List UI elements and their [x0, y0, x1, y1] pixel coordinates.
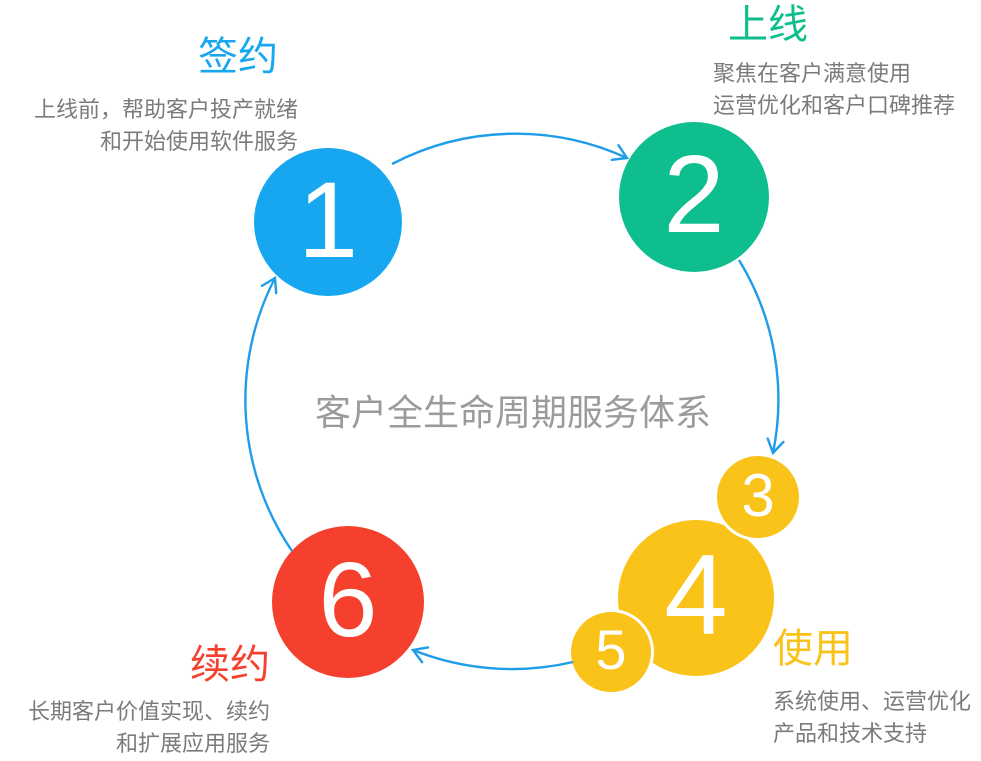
- arrow-stage5-to-stage6: [410, 646, 574, 671]
- stage4-title: 使用: [773, 627, 853, 671]
- stage-circle-4: 4: [618, 520, 774, 676]
- arrow-stage1-to-stage2: [391, 132, 630, 166]
- stage-circle-2: 2: [619, 122, 769, 272]
- stage-number-4: 4: [664, 531, 728, 659]
- stage6-desc-line-1: 长期客户价值实现、续约: [27, 699, 270, 724]
- arrow-stage2-to-stage3: [737, 259, 785, 456]
- stage1-label-block: 签约 上线前，帮助客户投产就绪 和开始使用软件服务: [18, 34, 298, 157]
- stage6-desc-line-2: 和扩展应用服务: [115, 730, 270, 756]
- stage2-title: 上线: [728, 3, 808, 47]
- stage4-description: 系统使用、运营优化 产品和技术支持: [773, 686, 971, 749]
- stage4-label-block: 使用 系统使用、运营优化 产品和技术支持: [773, 626, 971, 749]
- center-title: 客户全生命周期服务体系: [314, 392, 712, 433]
- stage6-title: 续约: [190, 643, 270, 687]
- arrow-stage6-to-stage1: [244, 275, 293, 552]
- stage-number-3: 3: [741, 461, 775, 529]
- stage-number-2: 2: [663, 132, 725, 256]
- stage2-description: 聚焦在客户满意使用 运营优化和客户口碑推荐: [713, 58, 955, 121]
- stage4-desc-line-1: 系统使用、运营优化: [773, 689, 972, 714]
- stage-circle-5: 5: [568, 609, 654, 695]
- stage-circle-6: 6: [272, 526, 424, 678]
- stage2-desc-line-1: 聚焦在客户满意使用: [713, 61, 912, 86]
- stage-number-6: 6: [318, 540, 378, 659]
- stage2-desc-line-2: 运营优化和客户口碑推荐: [713, 92, 956, 118]
- stage1-desc-line-1: 上线前，帮助客户投产就绪: [33, 97, 298, 122]
- stage1-title: 签约: [198, 35, 278, 79]
- stage-number-1: 1: [297, 158, 359, 280]
- stage6-label-block: 续约 长期客户价值实现、续约 和扩展应用服务: [0, 642, 270, 759]
- stage1-description: 上线前，帮助客户投产就绪 和开始使用软件服务: [18, 94, 298, 157]
- stage-number-5: 5: [595, 618, 627, 682]
- stage1-desc-line-2: 和开始使用软件服务: [99, 128, 298, 154]
- stage-circle-3: 3: [714, 453, 802, 541]
- stage4-desc-line-2: 产品和技术支持: [773, 720, 928, 746]
- stage6-description: 长期客户价值实现、续约 和扩展应用服务: [0, 696, 270, 759]
- stage2-label-block: 上线 聚焦在客户满意使用 运营优化和客户口碑推荐: [713, 2, 955, 121]
- stage-circle-1: 1: [254, 148, 402, 296]
